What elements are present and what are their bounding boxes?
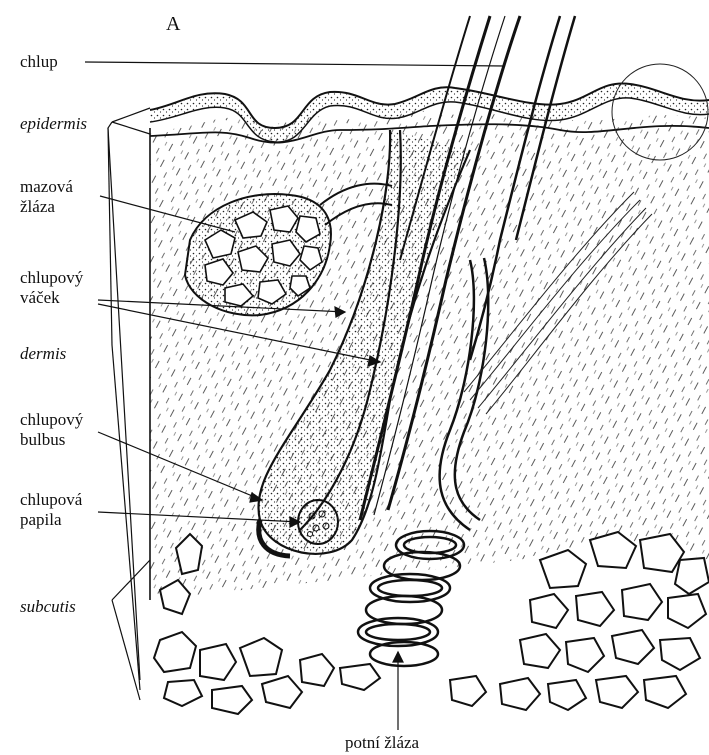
label-hair-papilla-line2: papila — [20, 510, 82, 530]
label-hair-follicle-line1: chlupový — [20, 268, 83, 288]
label-sweat-gland: potní žláza — [345, 733, 419, 753]
label-sebaceous-gland: mazová žláza — [20, 177, 73, 217]
label-hair-follicle-line2: váček — [20, 288, 83, 308]
label-epidermis: epidermis — [20, 114, 87, 134]
label-hair: chlup — [20, 52, 58, 72]
label-hair-papilla: chlupová papila — [20, 490, 82, 530]
label-subcutis: subcutis — [20, 597, 76, 617]
label-hair-bulb-line1: chlupový — [20, 410, 83, 430]
label-hair-bulb: chlupový bulbus — [20, 410, 83, 450]
label-hair-papilla-line1: chlupová — [20, 490, 82, 510]
label-hair-follicle: chlupový váček — [20, 268, 83, 308]
label-sebaceous-gland-line2: žláza — [20, 197, 73, 217]
label-dermis: dermis — [20, 344, 66, 364]
panel-letter: A — [166, 14, 180, 34]
label-hair-bulb-line2: bulbus — [20, 430, 83, 450]
label-sebaceous-gland-line1: mazová — [20, 177, 73, 197]
hair-papilla — [298, 500, 338, 544]
layer-brackets — [108, 108, 150, 700]
